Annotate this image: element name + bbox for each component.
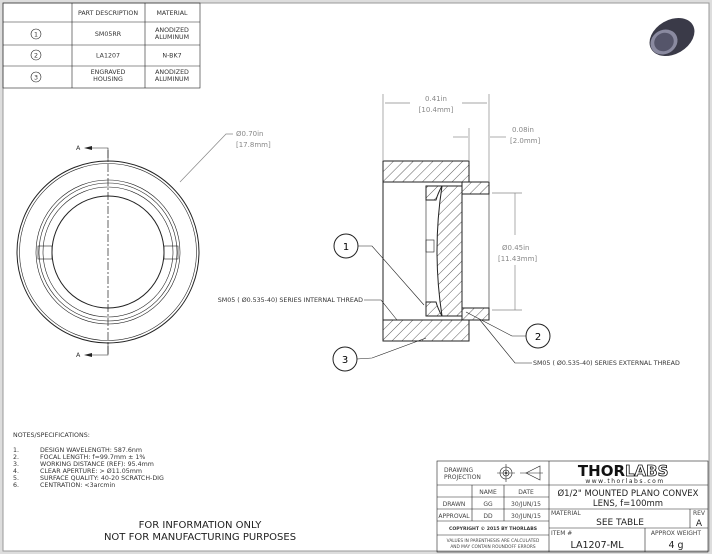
- material-label: MATERIAL: [551, 510, 581, 517]
- item-value: LA1207-ML: [570, 540, 624, 551]
- part-description: HOUSING: [93, 76, 123, 83]
- part-description: LA1207: [96, 53, 120, 60]
- note-text: FOCAL LENGTH: f=99.7mm ± 1%: [40, 454, 145, 461]
- outer-diameter-mm: [17.8mm]: [236, 141, 271, 149]
- lens: [436, 185, 463, 317]
- drawn-name: GG: [483, 501, 493, 508]
- projection-label: PROJECTION: [444, 474, 481, 481]
- bore-dimension-mm: [11.43mm]: [498, 255, 537, 263]
- note-number: 5.: [13, 475, 19, 482]
- drawn-label: DRAWN: [443, 501, 466, 508]
- diameter-leader: [179, 133, 233, 183]
- drawing-title: Ø1/2" MOUNTED PLANO CONVEX: [557, 488, 698, 499]
- weight-value: 4 g: [668, 540, 683, 551]
- disclaimer-line-2: NOT FOR MANUFACTURING PURPOSES: [104, 532, 296, 543]
- date-header: DATE: [518, 489, 534, 496]
- part-description: ENGRAVED: [91, 69, 126, 76]
- note-number: 3.: [13, 461, 19, 468]
- website: www.thorlabs.com: [585, 478, 664, 485]
- part-material: ALUMINUM: [155, 34, 189, 41]
- balloon-3-label: 3: [342, 355, 348, 366]
- header-part-description: PART DESCRIPTION: [78, 10, 138, 17]
- balloon-2-label: 2: [535, 332, 541, 343]
- note-number: 2.: [13, 454, 19, 461]
- external-thread-note: SM05 ( Ø0.535-40) SERIES EXTERNAL THREAD: [533, 359, 680, 367]
- item-number: 3: [34, 75, 38, 82]
- length-dimension-in: 0.41in: [425, 95, 447, 103]
- thorlabs-logo: THOR LABS: [578, 462, 669, 481]
- parts-table: PART DESCRIPTION MATERIAL 1 SM05RR ANODI…: [2, 2, 201, 89]
- bore-dimension-in: Ø0.45in: [502, 244, 529, 252]
- rev-value: A: [696, 519, 703, 529]
- weight-label: APPROX WEIGHT: [651, 530, 702, 537]
- part-material: ALUMINUM: [155, 76, 189, 83]
- part-material: ANODIZED: [155, 69, 189, 76]
- part-material: ANODIZED: [155, 27, 189, 34]
- copyright: COPYRIGHT © 2015 BY THORLABS: [449, 526, 537, 532]
- values-note: VALUES IN PARENTHESIS ARE CALCULATED: [447, 538, 540, 544]
- front-view: A A Ø0.70in [17.8mm]: [16, 130, 271, 359]
- note-number: 6.: [13, 482, 19, 489]
- approval-name: DD: [483, 513, 493, 520]
- note-text: SURFACE QUALITY: 40-20 SCRATCH-DIG: [40, 475, 164, 482]
- step-dimension-in: 0.08in: [512, 126, 534, 134]
- item-label: ITEM #: [551, 530, 572, 537]
- drawing-title: LENS, f=100mm: [593, 499, 663, 509]
- rev-label: REV: [693, 510, 706, 517]
- section-view: 0.41in [10.4mm] 0.08in [2.0mm] Ø0.45in […: [218, 94, 680, 372]
- note-number: 1.: [13, 447, 19, 454]
- drawn-date: 30/JUN/15: [511, 501, 541, 508]
- logo-thor: THOR: [578, 462, 626, 480]
- disclaimer-line-1: FOR INFORMATION ONLY: [139, 520, 263, 531]
- step-dimension-mm: [2.0mm]: [510, 137, 541, 145]
- item-number: 1: [34, 32, 38, 39]
- item-balloon: [30, 71, 42, 83]
- note-text: WORKING DISTANCE (REF): 95.4mm: [40, 461, 154, 468]
- note-text: CLEAR APERTURE: > Ø11.05mm: [40, 467, 142, 475]
- item-balloon: [30, 28, 42, 40]
- note-text: DESIGN WAVELENGTH: 587.6nm: [40, 447, 142, 454]
- outer-diameter-in: Ø0.70in: [236, 130, 263, 138]
- length-dimension-mm: [10.4mm]: [419, 106, 454, 114]
- header-material: MATERIAL: [156, 10, 188, 17]
- item-balloon: [30, 49, 42, 61]
- item-number: 2: [34, 53, 38, 60]
- values-note: AND MAY CONTAIN ROUNDOFF ERRORS: [450, 544, 536, 550]
- note-number: 4.: [13, 468, 19, 475]
- approval-date: 30/JUN/15: [511, 513, 541, 520]
- note-text: CENTRATION: <3arcmin: [40, 482, 115, 489]
- projection-label: DRAWING: [444, 467, 474, 474]
- balloon-1-label: 1: [343, 242, 349, 253]
- name-header: NAME: [479, 489, 497, 496]
- notes: NOTES/SPECIFICATIONS: 1. DESIGN WAVELENGT…: [13, 432, 296, 543]
- title-block: DRAWING PROJECTION NAME DATE DRAWN GG 30…: [436, 460, 709, 553]
- logo-labs: LABS: [625, 462, 668, 480]
- material-value: SEE TABLE: [596, 518, 644, 528]
- notes-title: NOTES/SPECIFICATIONS:: [13, 432, 90, 439]
- approval-label: APPROVAL: [438, 513, 470, 520]
- part-material: N-BK7: [162, 53, 181, 60]
- section-label-top: A: [76, 145, 81, 152]
- part-description: SM05RR: [95, 31, 122, 38]
- third-angle-projection-icon: [497, 464, 543, 482]
- product-render: [649, 18, 695, 56]
- section-label-bottom: A: [76, 352, 81, 359]
- internal-thread-note: SM05 ( Ø0.535-40) SERIES INTERNAL THREAD: [218, 296, 363, 304]
